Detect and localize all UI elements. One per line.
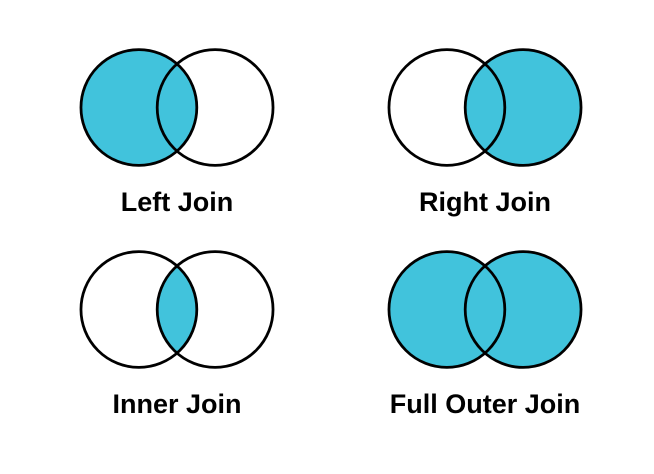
venn-graphic-inner-join: [79, 250, 275, 370]
venn-cell-right-join: Right Join: [331, 46, 639, 220]
venn-graphic-full-outer-join: [387, 250, 583, 370]
venn-cell-full-outer-join: Full Outer Join: [331, 248, 639, 422]
venn-label-inner-join: Inner Join: [112, 389, 242, 420]
venn-graphic-left-join: [79, 48, 275, 167]
venn-label-left-join: Left Join: [120, 187, 234, 217]
venn-cell-inner-join: Inner Join: [23, 248, 331, 422]
venn-cell-left-join: Left Join: [23, 46, 331, 220]
venn-label-full-outer-join: Full Outer Join: [389, 389, 581, 420]
venn-grid: Left Join Right Join Inner Join Full Out…: [23, 46, 639, 423]
venn-label-right-join: Right Join: [419, 187, 551, 217]
venn-graphic-right-join: [387, 48, 583, 167]
